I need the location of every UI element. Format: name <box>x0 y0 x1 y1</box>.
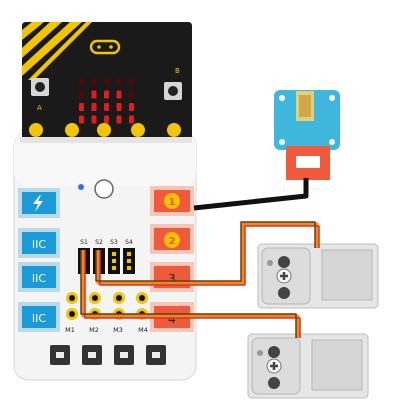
hazard-stripes <box>22 22 92 80</box>
left-port-4-label: IIC <box>32 312 46 325</box>
edge-connector <box>22 123 192 138</box>
left-port-2-label: IIC <box>32 238 46 251</box>
led-r3-c3 <box>116 115 122 124</box>
servo-cable-2 <box>80 250 301 338</box>
button-b-label: B <box>175 67 180 75</box>
servo-1 <box>257 243 379 309</box>
led-r3-c2 <box>104 115 109 124</box>
right-port-1[interactable]: 1 <box>150 186 194 216</box>
led-r0-c2 <box>104 78 109 86</box>
led-r2-c1 <box>91 103 97 111</box>
bottom-connector-4[interactable] <box>146 345 166 365</box>
led-r0-c1 <box>91 78 97 86</box>
servo-header-s3-label: S3 <box>110 239 118 246</box>
led-r0-c4 <box>129 78 134 86</box>
reset-button[interactable] <box>94 179 114 199</box>
microbit-logo <box>89 39 121 55</box>
microbit: A B <box>22 22 192 138</box>
led-r2-c2 <box>104 103 109 111</box>
left-port-4[interactable]: IIC <box>18 302 60 332</box>
servo-header-s2-label: S2 <box>95 239 103 246</box>
button-a-label: A <box>37 104 42 112</box>
motor-port-m4-label: M4 <box>138 326 148 334</box>
servo-2 <box>247 333 369 399</box>
right-port-3-label: 3 <box>168 272 176 286</box>
right-port-3[interactable]: 3 <box>150 262 194 292</box>
button-a[interactable] <box>31 78 49 96</box>
left-port-2[interactable]: IIC <box>18 228 60 258</box>
led-r2-c3 <box>116 103 122 111</box>
lightning-icon <box>33 195 43 212</box>
left-port-3[interactable]: IIC <box>18 262 60 292</box>
servo-cable-1 <box>95 221 320 286</box>
servo-header-s4-label: S4 <box>125 239 133 246</box>
left-port-1[interactable] <box>18 188 60 218</box>
led-r0-c3 <box>116 78 122 86</box>
led-r2-c0 <box>79 103 84 111</box>
motor-port-m1-label: M1 <box>65 326 75 334</box>
led-r3-c1 <box>91 115 97 124</box>
black-cable <box>193 178 309 211</box>
led-r1-c4 <box>129 90 134 99</box>
motor-port-m1[interactable] <box>66 292 78 320</box>
led-r1-c2 <box>104 90 109 99</box>
sensor-module <box>274 90 340 180</box>
servo-header-s3[interactable] <box>108 248 120 274</box>
motor-port-m2-label: M2 <box>89 326 99 334</box>
servo-header-s1-label: S1 <box>80 239 88 246</box>
bottom-connector-2[interactable] <box>82 345 102 365</box>
led-r2-c4 <box>129 103 134 111</box>
right-port-2[interactable]: 2 <box>150 224 194 254</box>
motor-port-m3-label: M3 <box>113 326 123 334</box>
led-r1-c1 <box>91 90 97 99</box>
bottom-connector-3[interactable] <box>114 345 134 365</box>
button-b[interactable] <box>164 82 182 100</box>
left-port-3-label: IIC <box>32 272 46 285</box>
led-r1-c3 <box>116 90 122 99</box>
bottom-connectors <box>50 345 166 365</box>
right-port-2-label: 2 <box>169 236 176 247</box>
led-r3-c4 <box>129 115 134 124</box>
right-port-4-label: 4 <box>168 312 176 326</box>
led-r3-c0 <box>79 115 84 124</box>
wires <box>80 178 320 338</box>
bottom-connector-1[interactable] <box>50 345 70 365</box>
led-r0-c0 <box>79 78 84 86</box>
led-r1-c0 <box>79 90 84 99</box>
right-port-1-label: 1 <box>169 197 176 208</box>
servo-header-s4[interactable] <box>123 248 135 274</box>
status-led <box>78 184 84 190</box>
